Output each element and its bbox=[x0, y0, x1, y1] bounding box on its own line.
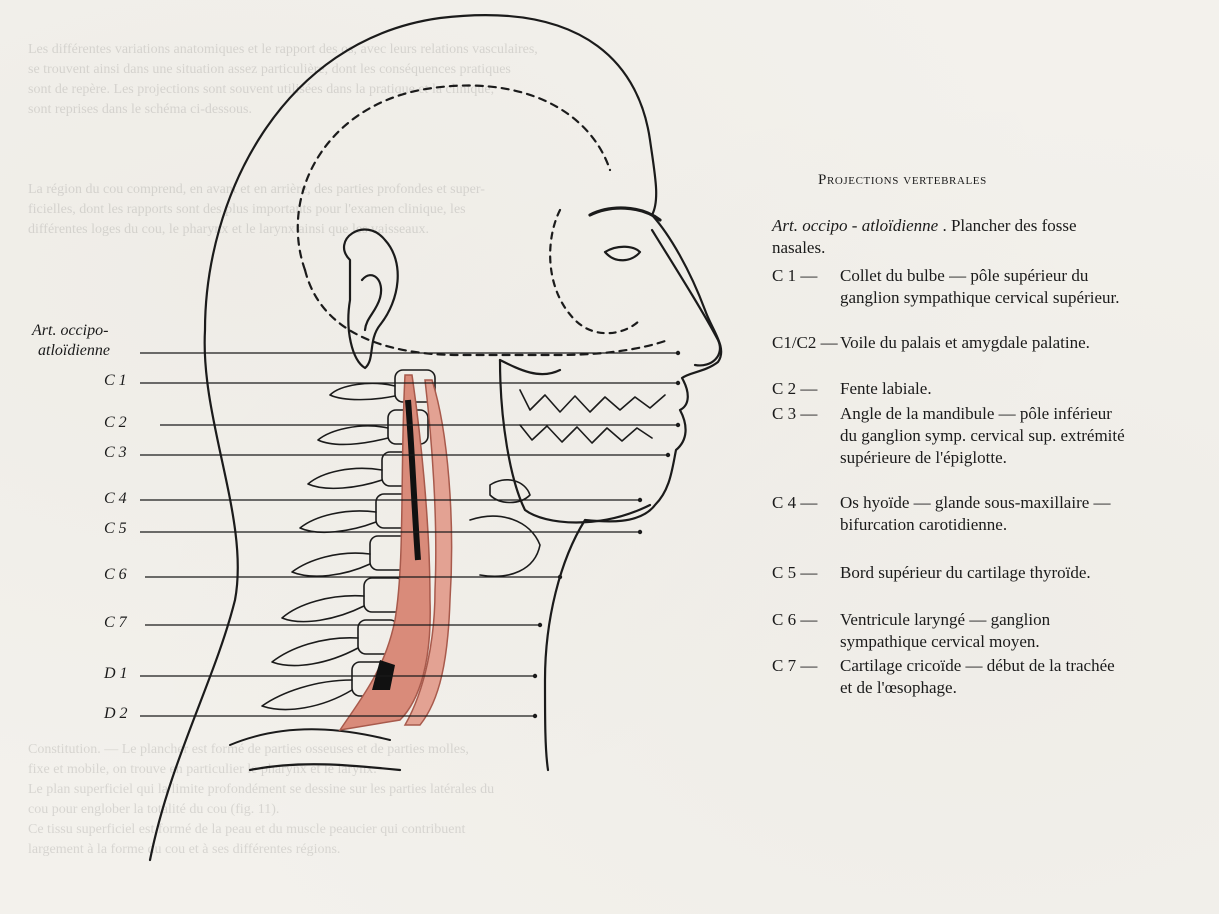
eye bbox=[605, 247, 640, 261]
intro-text: Art. occipo - atloïdienne . Plancher des… bbox=[772, 215, 1102, 259]
legend-code: C 4 — bbox=[772, 492, 844, 514]
legend-entry-c3: C 3 — Angle de la mandibule — pôle infér… bbox=[772, 403, 1132, 469]
legend-text: Collet du bulbe — pôle supérieur du gang… bbox=[840, 265, 1130, 309]
legend-text: Voile du palais et amygdale palatine. bbox=[840, 332, 1130, 354]
legend-code: C 6 — bbox=[772, 609, 844, 631]
legend-code: C1/C2 — bbox=[772, 332, 844, 354]
clavicle bbox=[230, 729, 390, 745]
label-c6: C 6 bbox=[104, 566, 127, 584]
legend-code: C 3 — bbox=[772, 403, 844, 425]
hyoid bbox=[490, 480, 530, 503]
orbit-dashed bbox=[550, 210, 640, 333]
nose bbox=[652, 230, 720, 365]
label-c5: C 5 bbox=[104, 520, 127, 538]
legend-entry-c4: C 4 — Os hyoïde — glande sous-maxillaire… bbox=[772, 492, 1132, 536]
legend-entry-c6: C 6 — Ventricule laryngé — ganglion symp… bbox=[772, 609, 1132, 653]
intro-term: Art. occipo - atloïdienne bbox=[772, 216, 938, 235]
lower-teeth bbox=[520, 425, 652, 443]
label-art-occipo-line2: atloïdienne bbox=[38, 342, 110, 360]
legend-entry-c1: C 1 — Collet du bulbe — pôle supérieur d… bbox=[772, 265, 1132, 309]
skull-base bbox=[305, 270, 668, 355]
label-c3: C 3 bbox=[104, 444, 127, 462]
label-art-occipo-line1: Art. occipo- bbox=[32, 322, 108, 340]
label-d1: D 1 bbox=[104, 665, 128, 683]
label-c1: C 1 bbox=[104, 372, 127, 390]
legend-entry-c5: C 5 — Bord supérieur du cartilage thyroï… bbox=[772, 562, 1132, 584]
legend-entry-c2: C 2 — Fente labiale. bbox=[772, 378, 1132, 400]
upper-teeth bbox=[520, 390, 665, 412]
legend-code: C 5 — bbox=[772, 562, 844, 584]
legend-code: C 1 — bbox=[772, 265, 844, 287]
label-d2: D 2 bbox=[104, 705, 128, 723]
legend-text: Os hyoïde — glande sous-maxillaire — bif… bbox=[840, 492, 1130, 536]
legend-text: Fente labiale. bbox=[840, 378, 1130, 400]
legend-text: Bord supérieur du cartilage thyroïde. bbox=[840, 562, 1130, 584]
label-c2: C 2 bbox=[104, 414, 127, 432]
legend-code: C 7 — bbox=[772, 655, 844, 677]
figure-caption: Projections vertebrales bbox=[818, 172, 987, 189]
legend-entry-c7: C 7 — Cartilage cricoïde — début de la t… bbox=[772, 655, 1132, 699]
legend-text: Ventricule laryngé — ganglion sympathiqu… bbox=[840, 609, 1130, 653]
label-c4: C 4 bbox=[104, 490, 127, 508]
legend-entry-c1c2: C1/C2 — Voile du palais et amygdale pala… bbox=[772, 332, 1132, 354]
legend-code: C 2 — bbox=[772, 378, 844, 400]
label-c7: C 7 bbox=[104, 614, 127, 632]
legend-text: Angle de la mandibule — pôle inférieur d… bbox=[840, 403, 1130, 469]
legend-text: Cartilage cricoïde — début de la trachée… bbox=[840, 655, 1130, 699]
larynx bbox=[470, 516, 540, 576]
mandible bbox=[500, 360, 650, 523]
eyebrow bbox=[590, 208, 660, 220]
